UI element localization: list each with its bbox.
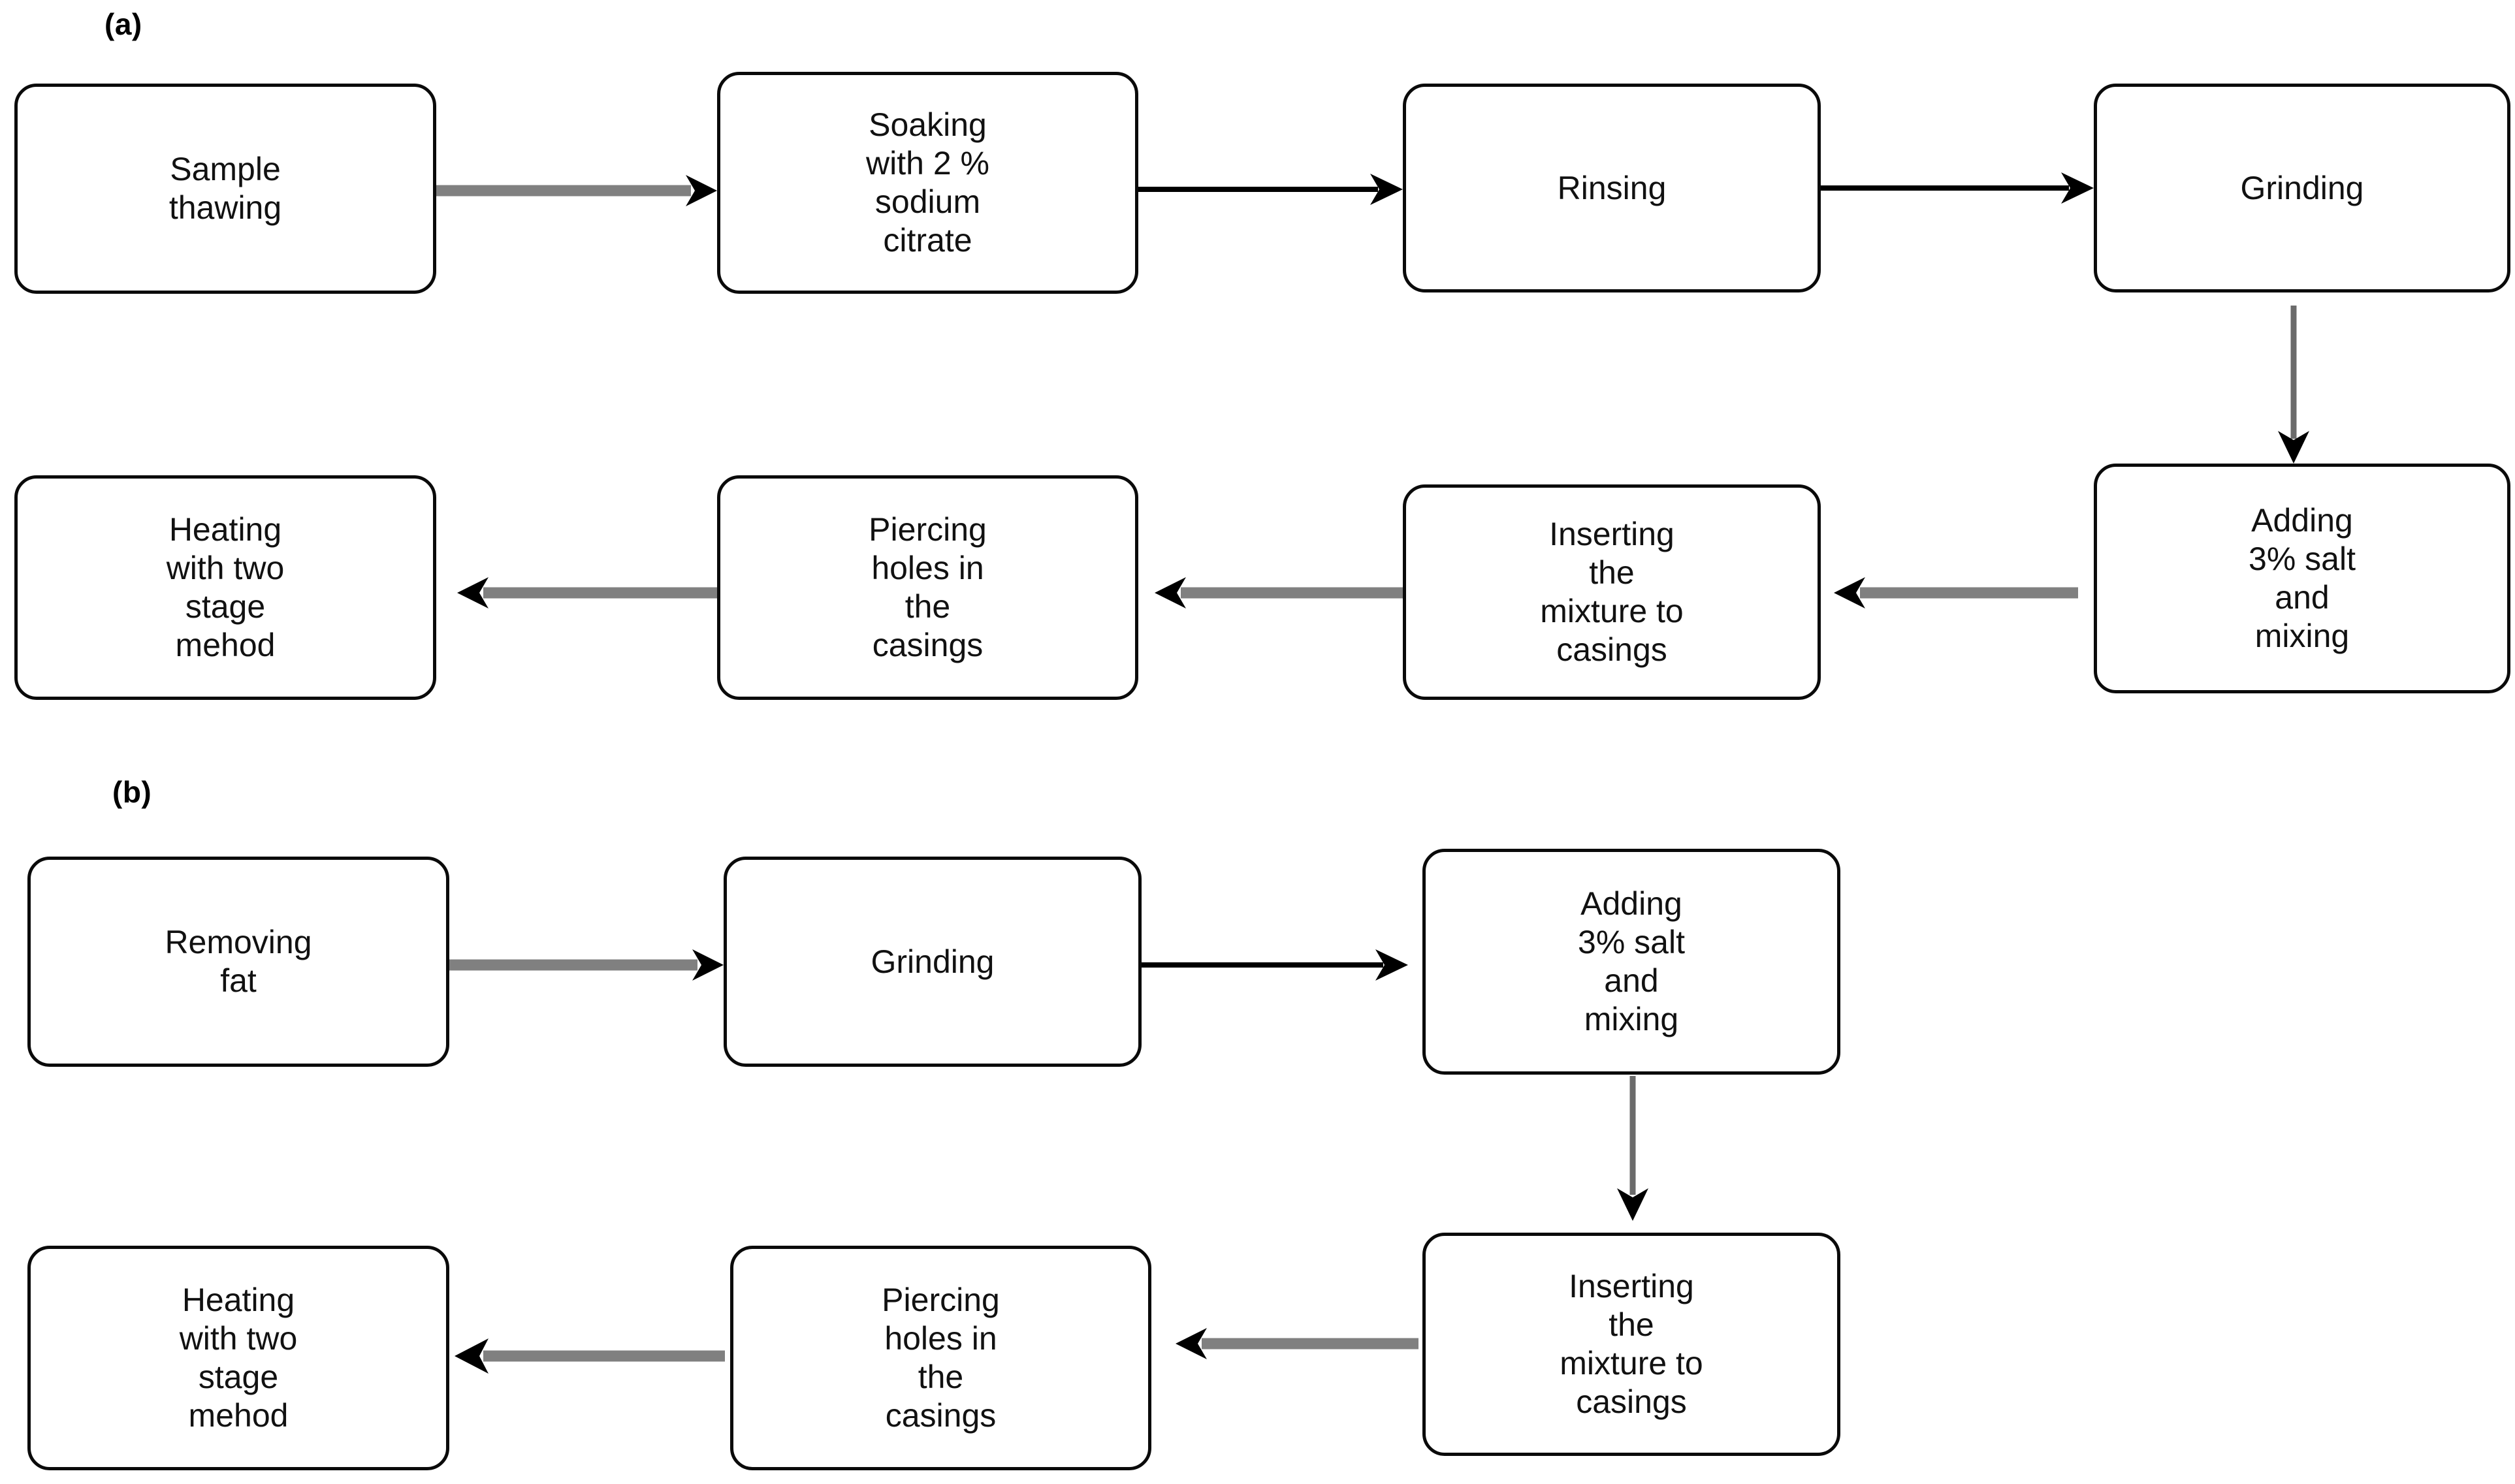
- node-label: Rinsing: [1557, 169, 1667, 206]
- node-label: Inserting the mixture to casings: [1560, 1268, 1703, 1420]
- node-adding-salt-mixing-b[interactable]: Adding 3% salt and mixing: [1422, 849, 1840, 1075]
- node-piercing-holes-casings-b[interactable]: Piercing holes in the casings: [730, 1246, 1151, 1470]
- node-label: Grinding: [871, 943, 995, 980]
- edge-removing-fat-to-grinding: [449, 949, 724, 981]
- node-sample-thawing[interactable]: Sample thawing: [14, 84, 436, 294]
- panel-label-b: (b): [112, 775, 152, 809]
- node-grinding-b[interactable]: Grinding: [724, 857, 1142, 1067]
- node-adding-salt-mixing-a[interactable]: Adding 3% salt and mixing: [2094, 464, 2510, 693]
- node-label: Piercing holes in the casings: [882, 1282, 1000, 1434]
- edge-grinding-to-adding-salt-b: [1142, 949, 1408, 981]
- edge-adding-salt-to-inserting: [1834, 577, 2078, 608]
- node-label: Heating with two stage mehod: [179, 1282, 298, 1434]
- node-label: Adding 3% salt and mixing: [2249, 502, 2356, 654]
- node-label: Sample thawing: [168, 151, 282, 226]
- edge-sample-thawing-to-soaking: [436, 175, 717, 206]
- node-removing-fat[interactable]: Removing fat: [27, 857, 449, 1067]
- node-label: Adding 3% salt and mixing: [1578, 885, 1685, 1037]
- edge-piercing-to-heating: [457, 577, 718, 608]
- node-heating-two-stage-a[interactable]: Heating with two stage mehod: [14, 475, 436, 700]
- node-label: Piercing holes in the casings: [869, 511, 987, 663]
- node-label: Heating with two stage mehod: [166, 511, 285, 663]
- node-label: Soaking with 2 % sodium citrate: [866, 106, 989, 259]
- node-inserting-mixture-casings-a[interactable]: Inserting the mixture to casings: [1403, 484, 1821, 700]
- node-soaking-sodium-citrate[interactable]: Soaking with 2 % sodium citrate: [717, 72, 1138, 294]
- edge-inserting-to-piercing-b: [1176, 1328, 1418, 1359]
- edge-inserting-to-piercing: [1155, 577, 1403, 608]
- node-label: Grinding: [2240, 169, 2364, 206]
- node-rinsing[interactable]: Rinsing: [1403, 84, 1821, 292]
- node-heating-two-stage-b[interactable]: Heating with two stage mehod: [27, 1246, 449, 1470]
- panel-label-a: (a): [104, 7, 142, 41]
- node-piercing-holes-casings-a[interactable]: Piercing holes in the casings: [717, 475, 1138, 700]
- edge-grinding-to-adding-salt: [2278, 306, 2309, 464]
- node-label: Removing fat: [165, 924, 312, 999]
- edge-rinsing-to-grinding: [1819, 172, 2094, 204]
- node-label: Inserting the mixture to casings: [1540, 516, 1684, 668]
- edge-adding-salt-to-inserting-b: [1617, 1076, 1648, 1221]
- node-grinding-a[interactable]: Grinding: [2094, 84, 2510, 292]
- edge-piercing-to-heating-b: [455, 1338, 725, 1374]
- node-inserting-mixture-casings-b[interactable]: Inserting the mixture to casings: [1422, 1233, 1840, 1456]
- edge-soaking-to-rinsing: [1125, 174, 1403, 205]
